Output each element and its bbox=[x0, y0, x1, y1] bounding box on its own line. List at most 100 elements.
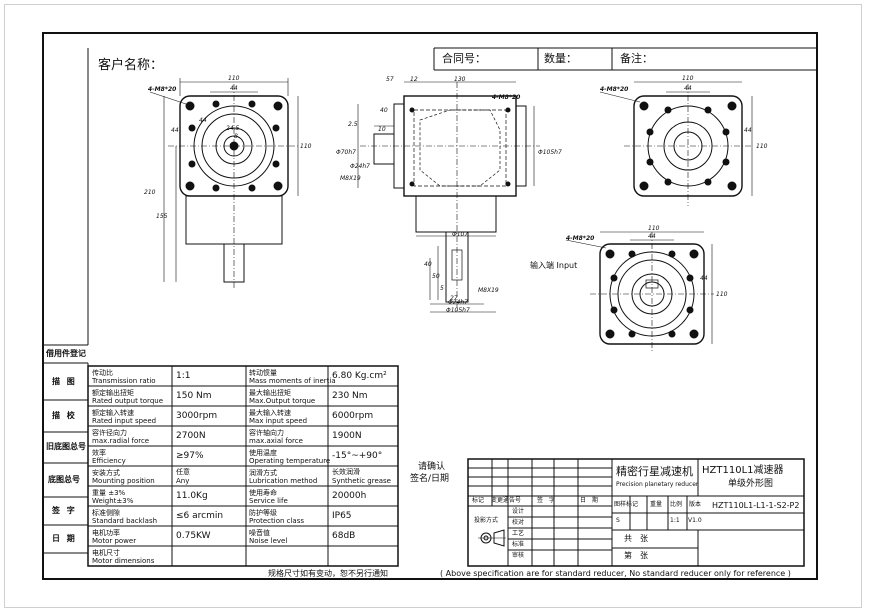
spec-left-label-cn: 额定输出扭矩 bbox=[92, 389, 134, 397]
front-155-dim: 155 bbox=[156, 213, 168, 220]
customer-name-label: 客户名称： bbox=[98, 58, 164, 73]
tb-drawing-mark: 图样标记 bbox=[614, 501, 639, 508]
side-holes-dim: 4-M8*20 bbox=[492, 94, 521, 101]
spec-right-label-cn: 转动惯量 bbox=[249, 369, 277, 377]
tb-sheet-number: 第 张 bbox=[624, 551, 648, 560]
shaft-5-dim: 5 bbox=[440, 285, 444, 292]
spec-right-value: 6.80 Kg.cm² bbox=[332, 371, 387, 381]
right-holes-dim: 4-M8*20 bbox=[600, 86, 629, 93]
tb-standard: 标准 bbox=[512, 541, 525, 548]
spec-left-label-en: Transmission ratio bbox=[92, 377, 156, 385]
spec-left-label-cn: 容许径向力 bbox=[92, 429, 127, 437]
contract-number-label: 合同号： bbox=[442, 52, 486, 65]
tb-sign: 签 字 bbox=[537, 497, 556, 504]
spec-right-value: 20000h bbox=[332, 491, 367, 501]
footer-note-cn: 规格尺寸如有变动，恕不另行通知 bbox=[268, 569, 388, 578]
spec-left-label-en: Motor dimensions bbox=[92, 557, 155, 565]
tb-check: 校对 bbox=[512, 519, 525, 526]
drawing-sheet bbox=[4, 4, 862, 608]
side-od2-dim: Φ24h7 bbox=[350, 163, 370, 170]
spec-left-value: 3000rpm bbox=[176, 411, 218, 421]
spec-left-value: 1:1 bbox=[176, 371, 191, 381]
spec-left-label-en: Standard backlash bbox=[92, 517, 158, 525]
spec-left-value: 11.0Kg bbox=[176, 491, 208, 501]
spec-left-label-cn: 重量 ±3% bbox=[92, 489, 126, 497]
spec-right-value: 长效润滑 Synthetic grease bbox=[332, 468, 391, 485]
tb-mark: 标记 bbox=[472, 497, 485, 504]
spec-left-value: 任意 Any bbox=[176, 468, 190, 485]
input-end-label: 输入端 Input bbox=[530, 261, 578, 270]
input-holes-dim: 4-M8*20 bbox=[566, 235, 595, 242]
spec-right-label-en: Service life bbox=[249, 497, 288, 505]
side-label-base: 底图总号 bbox=[48, 475, 80, 484]
spec-right-label-en: Max.Output torque bbox=[249, 397, 316, 405]
input-44-dim-a: 44 bbox=[648, 233, 656, 240]
front-110-vertical-dim: 110 bbox=[300, 143, 312, 150]
spec-left-label-en: Efficiency bbox=[92, 457, 126, 465]
drawing-number: HZT110L1-L1-1-S2-P2 bbox=[712, 501, 800, 510]
spec-right-label-cn: 防护等级 bbox=[249, 509, 277, 517]
tb-scale: 比例 bbox=[670, 501, 683, 508]
shaft-od2-dim: Φ24h7 bbox=[448, 299, 468, 306]
spec-right-label-cn: 使用寿命 bbox=[249, 489, 277, 497]
signature-date-label: 签名/日期 bbox=[410, 474, 450, 484]
input-110-vertical-dim: 110 bbox=[716, 291, 728, 298]
right-width-dim: 110 bbox=[682, 75, 694, 82]
tb-change-doc: 变更通告号 bbox=[491, 497, 522, 504]
spec-left-value: ≥97% bbox=[176, 451, 204, 461]
spec-left-label-cn: 标准侧隙 bbox=[92, 509, 120, 517]
spec-right-value: 6000rpm bbox=[332, 411, 374, 421]
spec-left-value: 0.75KW bbox=[176, 531, 211, 541]
spec-right-label-en: max.axial force bbox=[249, 437, 303, 445]
input-44-dim-b: 44 bbox=[700, 275, 708, 282]
spec-right-value: 68dB bbox=[332, 531, 356, 541]
spec-right-label-en: Operating temperature bbox=[249, 457, 331, 465]
front-width-dim: 110 bbox=[228, 75, 240, 82]
spec-left-label-en: max.radial force bbox=[92, 437, 150, 445]
input-width-dim: 110 bbox=[648, 225, 660, 232]
front-44-dim-a: 44 bbox=[230, 85, 238, 92]
quantity-label: 数量： bbox=[544, 52, 577, 65]
side-view bbox=[357, 81, 540, 313]
spec-right-value: IP65 bbox=[332, 511, 352, 521]
shaft-50-dim: 50 bbox=[432, 273, 440, 280]
spec-right-label-cn: 润滑方式 bbox=[249, 469, 277, 477]
side-label-signature: 签 字 bbox=[52, 506, 77, 515]
tb-weight: 重量 bbox=[650, 501, 663, 508]
spec-right-label-cn: 最大输出扭矩 bbox=[249, 389, 291, 397]
spec-right-label-cn: 容许轴向力 bbox=[249, 429, 284, 437]
spec-left-label-en: Rated input speed bbox=[92, 417, 157, 425]
spec-left-label-en: Motor power bbox=[92, 537, 137, 545]
tb-process: 工艺 bbox=[512, 530, 525, 537]
front-44-dim-b: 44 bbox=[199, 117, 207, 124]
input-view bbox=[565, 231, 714, 352]
shaft-40-dim: 40 bbox=[424, 261, 432, 268]
front-210-dim: 210 bbox=[144, 189, 156, 196]
tb-s-mark: S bbox=[616, 517, 620, 524]
front-24-dim: 24.5 bbox=[226, 125, 240, 132]
tb-date: 日 期 bbox=[580, 497, 599, 504]
spec-left-value: 2700N bbox=[176, 431, 206, 441]
shaft-od-dim: Φ107 bbox=[452, 231, 469, 238]
side-od1-dim: Φ70h7 bbox=[336, 149, 356, 156]
side-12-dim: 12 bbox=[410, 76, 418, 83]
side-2-5-dim: 2.5 bbox=[348, 121, 358, 128]
front-view bbox=[149, 78, 300, 290]
spec-right-value: 230 Nm bbox=[332, 391, 368, 401]
side-label-trace-check: 描 校 bbox=[52, 411, 77, 420]
tb-projection: 投影方式 bbox=[474, 517, 499, 524]
right-view bbox=[599, 81, 753, 206]
spec-left-value: ≤6 arcmin bbox=[176, 511, 224, 521]
side-m8-dim: M8X19 bbox=[340, 175, 361, 182]
right-44-dim-b: 44 bbox=[744, 127, 752, 134]
shaft-od3-dim: Φ105h7 bbox=[446, 307, 470, 314]
tb-approve: 审核 bbox=[512, 552, 525, 559]
spec-left-label-en: Weight±3% bbox=[92, 497, 134, 505]
tb-scale-value: 1:1 bbox=[670, 517, 680, 524]
spec-right-value: -15°~+90° bbox=[332, 451, 383, 461]
right-110-vertical-dim: 110 bbox=[756, 143, 768, 150]
spec-right-label-cn: 使用温度 bbox=[249, 449, 277, 457]
spec-left-label-en: Rated output torque bbox=[92, 397, 164, 405]
shaft-m8-dim: M8X19 bbox=[478, 287, 499, 294]
